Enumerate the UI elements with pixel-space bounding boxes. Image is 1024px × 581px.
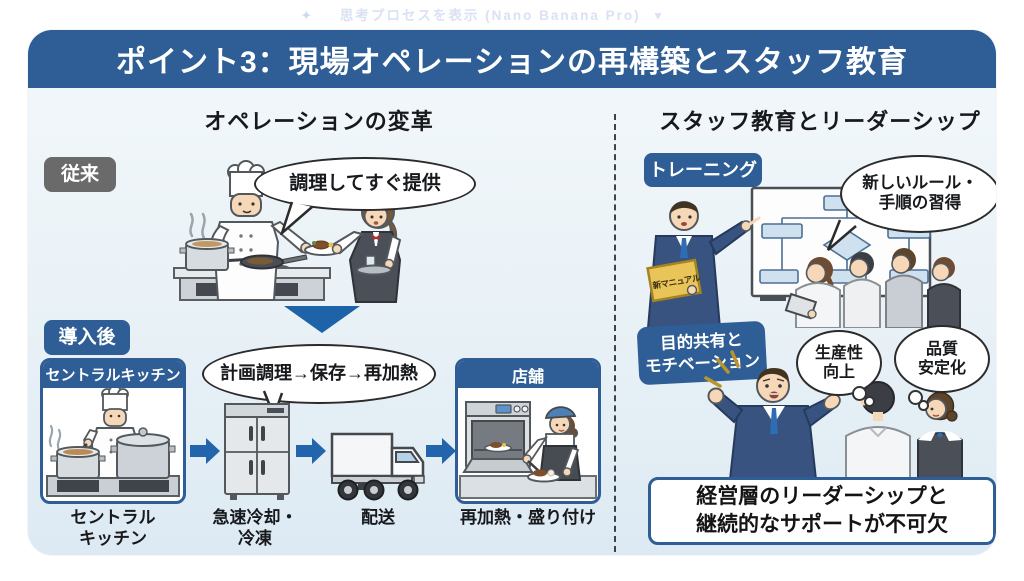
- plan-speech-bubble: 計画調理→保存→再加熱: [202, 344, 436, 404]
- step-label-freezing: 急速冷却・ 冷凍: [212, 508, 298, 549]
- right-section-title: スタッフ教育とリーダーシップ: [659, 109, 981, 134]
- central-kitchen-card-header: セントラルキッチン: [43, 361, 183, 388]
- central-kitchen-card: セントラルキッチン: [40, 358, 186, 504]
- training-badge: トレーニング: [644, 153, 762, 187]
- app-toolbar-dropdown[interactable]: ✦ 思考プロセスを表示 (Nano Banana Pro) ▾: [0, 4, 964, 24]
- chevron-down-icon: ▾: [654, 8, 664, 23]
- stock-pot-small: [50, 446, 106, 479]
- thought-bubble-productivity: 生産性 向上: [796, 330, 882, 396]
- flow-arrow-icon: [190, 438, 220, 464]
- step-label-delivery: 配送: [361, 508, 395, 527]
- thought-trail-icon: [852, 386, 867, 401]
- manager: [707, 368, 841, 498]
- frying-pan: [240, 254, 308, 270]
- page-title: ポイント3：現場オペレーションの再構築とスタッフ教育: [115, 46, 909, 79]
- thought-bubble-quality: 品質 安定化: [894, 325, 990, 393]
- thought-productivity-text: 生産性 向上: [814, 344, 863, 381]
- step-label-central-kitchen: セントラル キッチン: [70, 508, 156, 549]
- after-badge: 導入後: [44, 320, 130, 355]
- oven-icon: [462, 401, 534, 473]
- section-divider: [614, 114, 616, 552]
- trainee-group: [784, 248, 961, 328]
- training-bubble-text: 新しいルール・ 手順の習得: [862, 174, 978, 212]
- store-staff: [522, 406, 582, 483]
- speech-tail-icon: [826, 219, 857, 251]
- plan-bubble-text: 計画調理→保存→再加熱: [220, 363, 418, 384]
- toolbar-label: 思考プロセスを表示 (Nano Banana Pro): [339, 8, 641, 23]
- manual-book: 新マニュアル: [646, 258, 703, 303]
- cook-bubble-text: 調理してすぐ提供: [289, 172, 441, 194]
- emphasis-lines: [704, 350, 740, 388]
- leadership-note-box: 経営層のリーダーシップと 継続的なサポートが不可欠: [648, 477, 996, 545]
- pot: [179, 238, 235, 271]
- thought-trail-icon: [918, 400, 929, 411]
- sparkle-icon: ✦: [300, 8, 314, 23]
- stock-pot-large: [110, 427, 176, 479]
- store-illustration: [459, 401, 597, 499]
- flow-arrow-icon: [296, 438, 326, 464]
- chef-waitress-illustration: [173, 160, 402, 303]
- waitress: [331, 195, 402, 303]
- header-banner: ポイント3：現場オペレーションの再構築とスタッフ教育: [28, 30, 996, 88]
- trainer-hand: [686, 284, 698, 296]
- before-badge: 従来: [44, 157, 116, 192]
- left-section-title: オペレーションの変革: [204, 109, 434, 134]
- speech-tail-icon: [280, 201, 313, 235]
- thought-trail-icon: [864, 396, 875, 407]
- store-card-header: 店舗: [458, 361, 598, 388]
- thought-quality-text: 品質 安定化: [917, 340, 966, 377]
- kitchen-illustration: [46, 385, 180, 497]
- training-speech-bubble: 新しいルール・ 手順の習得: [840, 155, 996, 233]
- freezer-icon: [224, 403, 290, 500]
- step-label-reheat-plating: 再加熱・盛り付け: [460, 508, 596, 527]
- flow-arrow-icon: [426, 438, 456, 464]
- infographic-panel: ポイント3：現場オペレーションの再構築とスタッフ教育 オペレーションの変革 スタ…: [28, 30, 996, 555]
- truck-icon: [330, 432, 425, 501]
- down-arrow-icon: [284, 306, 360, 333]
- store-card: 店舗: [455, 358, 601, 504]
